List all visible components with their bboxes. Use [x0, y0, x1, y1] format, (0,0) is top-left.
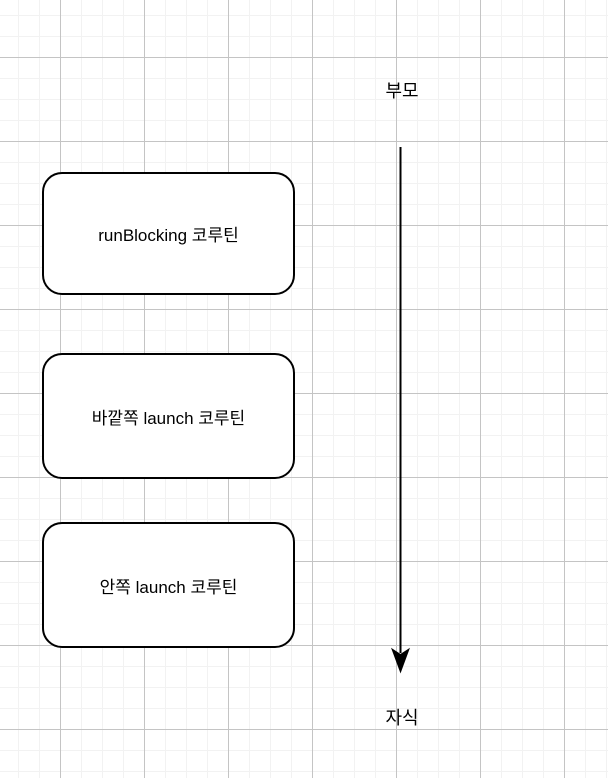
child-label[interactable]: 자식: [385, 708, 419, 728]
node-label: runBlocking 코루틴: [98, 226, 239, 245]
parent-label[interactable]: 부모: [385, 81, 419, 101]
parent-child-arrow[interactable]: [388, 145, 413, 677]
node-label: 바깥쪽 launch 코루틴: [91, 408, 246, 428]
node-label: 안쪽 launch 코루틴: [99, 577, 238, 597]
node-runblocking-coroutine[interactable]: runBlocking 코루틴: [42, 172, 295, 295]
arrow-head-icon: [391, 647, 410, 674]
node-outer-launch-coroutine[interactable]: 바깥쪽 launch 코루틴: [42, 353, 295, 479]
node-inner-launch-coroutine[interactable]: 안쪽 launch 코루틴: [42, 522, 295, 648]
